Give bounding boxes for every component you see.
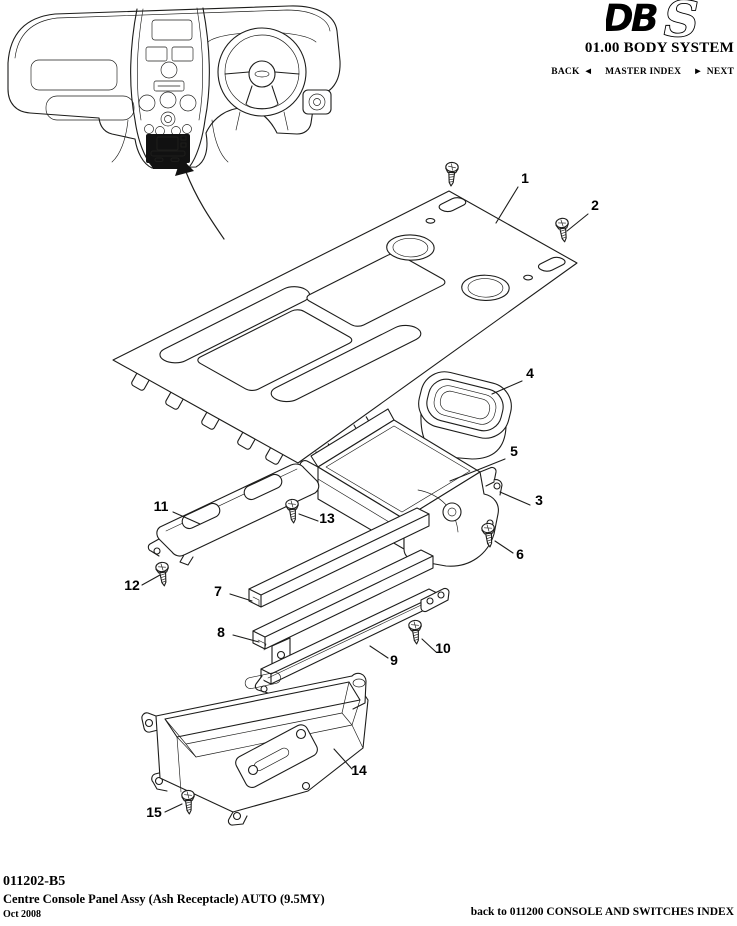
nav-back-link[interactable]: BACK [551, 67, 580, 77]
dbs-logo: DB S [606, 0, 700, 40]
callout-10: 10 [435, 640, 451, 656]
callout-leader-lines [142, 187, 588, 812]
part-11-bracket [148, 464, 318, 565]
nav-next-link[interactable]: NEXT [706, 67, 734, 77]
screw-fastener-13 [284, 498, 301, 525]
location-arrow [175, 158, 224, 239]
callout-15: 15 [146, 804, 162, 820]
part-8-trim-strip [253, 550, 433, 650]
nav-master-index-link[interactable]: MASTER INDEX [605, 67, 682, 77]
part-7-trim-strip [249, 508, 429, 607]
callout-1: 1 [521, 170, 529, 186]
callout-14: 14 [351, 762, 367, 778]
callout-7: 7 [214, 583, 222, 599]
back-arrow-icon[interactable]: ◄ [583, 67, 594, 77]
part-5-ashtray-lid [311, 409, 480, 519]
document-title: Centre Console Panel Assy (Ash Receptacl… [3, 892, 325, 906]
callout-11: 11 [154, 498, 169, 514]
callout-8: 8 [217, 624, 225, 640]
callout-6: 6 [516, 546, 524, 562]
part-14-console-bin [142, 671, 368, 825]
callout-4: 4 [526, 365, 534, 381]
logo-s-text: S [664, 0, 699, 40]
screw-fastener-10 [407, 619, 424, 646]
next-arrow-icon[interactable]: ► [693, 67, 703, 77]
part-9-mounting-rail [255, 588, 449, 693]
callout-2: 2 [591, 197, 599, 213]
section-title: 01.00 BODY SYSTEM [584, 40, 734, 56]
callout-5: 5 [510, 443, 518, 459]
screw-fastener-12 [154, 561, 172, 588]
callout-12: 12 [124, 577, 140, 593]
document-number: 011202-B5 [3, 874, 66, 889]
dashboard-illustration [8, 6, 340, 169]
logo-db-text: DB [606, 0, 657, 40]
part-4-ash-cup [414, 367, 517, 459]
document-date: Oct 2008 [3, 909, 42, 920]
callout-3: 3 [535, 492, 543, 508]
callout-13: 13 [319, 510, 335, 526]
header-nav: BACK◄ MASTER INDEX ►NEXT [551, 67, 734, 77]
screw-fastener-top [444, 161, 459, 187]
console-highlight-panel [146, 134, 190, 169]
back-to-index-link[interactable]: back to 011200 CONSOLE AND SWITCHES INDE… [470, 906, 734, 918]
page-header: DB S 01.00 BODY SYSTEM BACK◄ MASTER INDEX… [551, 0, 734, 77]
callout-9: 9 [390, 652, 398, 668]
screw-fastener-15 [180, 789, 197, 815]
